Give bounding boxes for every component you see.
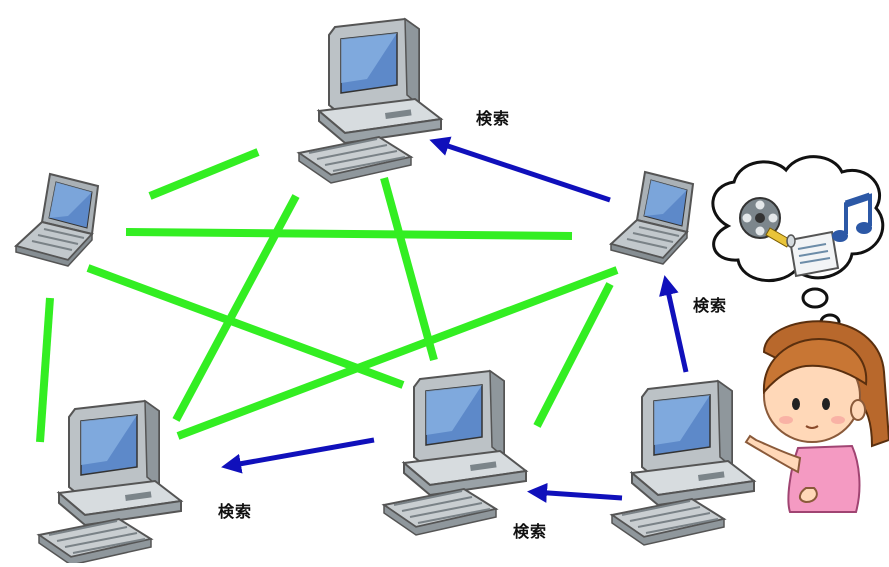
link-left-right xyxy=(125,228,573,240)
link-top-left xyxy=(148,148,260,200)
search-arrow-to-bottomcenter xyxy=(527,482,623,503)
laptop-computer-left xyxy=(15,173,99,267)
search-label-bottom-center: 検索 xyxy=(513,522,548,541)
girl-character xyxy=(744,320,889,513)
music-note-icon xyxy=(832,192,872,242)
link-left-bottomcenter xyxy=(86,264,405,389)
film-reel-icon xyxy=(739,197,792,248)
desktop-computer-bottom-right xyxy=(611,380,755,546)
search-label-top: 検索 xyxy=(476,109,511,128)
search-arrow-to-top xyxy=(429,136,611,203)
search-label-bottom-left: 検索 xyxy=(218,502,253,521)
search-arrow-to-bottomleft xyxy=(221,437,375,474)
thought-bubble xyxy=(711,155,885,347)
link-top-bottomleft xyxy=(172,194,300,422)
link-right-bottomleft xyxy=(176,266,619,440)
desktop-computer-bottom-left xyxy=(38,400,182,566)
desktop-computer-bottom-center xyxy=(383,370,527,536)
search-label-right: 検索 xyxy=(693,296,728,315)
link-top-bottomcenter xyxy=(380,176,438,362)
laptop-computer-right xyxy=(610,171,694,265)
link-left-bottomleft xyxy=(36,297,54,443)
search-arrow-to-right-laptop xyxy=(659,275,689,373)
document-scroll-icon xyxy=(786,230,840,278)
link-right-bottomcenter xyxy=(533,282,614,428)
desktop-computer-top xyxy=(298,18,442,184)
